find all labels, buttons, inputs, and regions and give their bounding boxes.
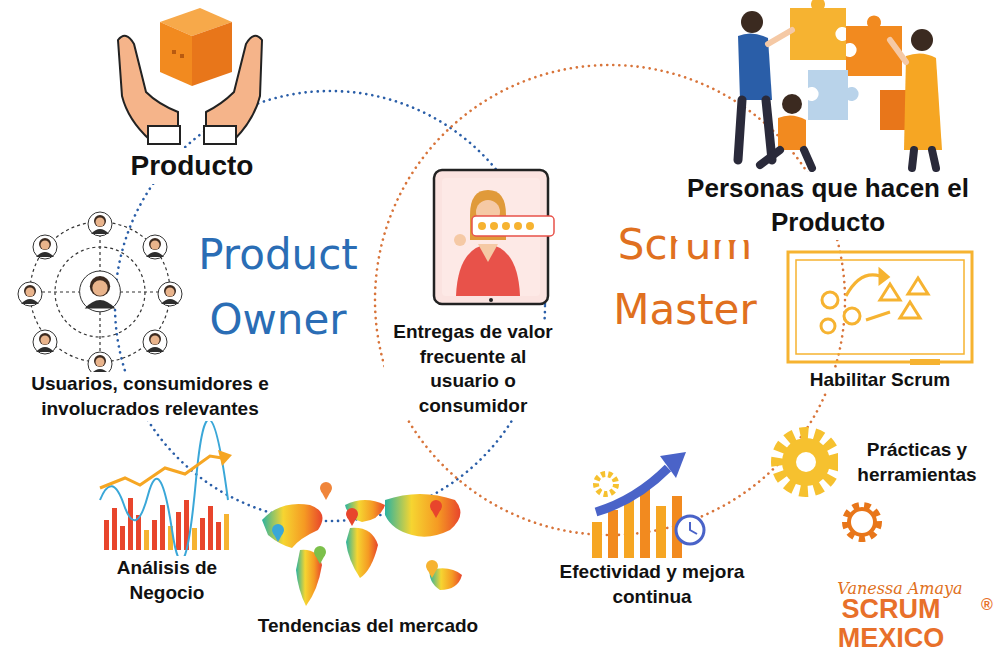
person-icon (33, 330, 57, 354)
whiteboard-icon (788, 252, 972, 362)
concept-label: Análisis de Negocio (94, 556, 240, 605)
scrum-master-circle (375, 65, 845, 535)
person-icon (96, 358, 105, 367)
person-icon (149, 238, 161, 250)
logo-text: ® (977, 596, 997, 614)
concept-label: Prácticas y herramientas (838, 438, 996, 487)
concept-label: Efectividad y mejora continua (550, 560, 754, 609)
person-icon (18, 282, 42, 306)
person-icon (151, 336, 160, 345)
phone-review-icon (434, 170, 554, 304)
person-icon (146, 252, 164, 257)
person-icon (24, 285, 36, 297)
concept-label: Personas que hacen el Producto (676, 172, 980, 240)
business-chart-icon (100, 420, 232, 561)
world-map-icon (262, 494, 462, 606)
person-icon (33, 235, 57, 259)
puzzle-team-icon (738, 0, 942, 168)
concept-label: Habilitar Scrum (788, 368, 972, 393)
role-title: Product Owner (178, 222, 378, 352)
concept-label: Tendencias del mercado (228, 614, 508, 639)
person-icon (80, 271, 121, 312)
person-icon (151, 241, 160, 250)
person-icon (90, 276, 110, 296)
person-icon (143, 330, 167, 354)
person-icon (36, 252, 54, 257)
concept-label: Entregas de valor frecuente al usuario o… (384, 320, 562, 419)
people-network-icon (18, 212, 182, 376)
person-icon (41, 336, 50, 345)
people-network-icon (30, 222, 170, 362)
growth-chart-icon (592, 452, 704, 558)
concept-label: Producto (112, 148, 272, 184)
map-pin (272, 466, 442, 578)
person-icon (143, 235, 167, 259)
person-icon (36, 347, 54, 352)
person-icon (92, 280, 107, 295)
person-icon (94, 355, 106, 367)
person-icon (88, 212, 112, 236)
person-icon (26, 288, 35, 297)
person-icon (39, 333, 51, 345)
person-icon (146, 347, 164, 352)
person-icon (91, 229, 109, 234)
person-icon (41, 241, 50, 250)
person-icon (166, 288, 175, 297)
person-icon (158, 282, 182, 306)
concept-label: Usuarios, consumidores e involucrados re… (4, 372, 296, 421)
person-icon (149, 333, 161, 345)
person-icon (94, 215, 106, 227)
person-icon (21, 299, 39, 304)
logo-text: SCRUM MEXICO (796, 595, 986, 654)
person-icon (161, 299, 179, 304)
person-icon (96, 218, 105, 227)
person-icon (85, 300, 116, 309)
person-icon (164, 285, 176, 297)
hands-box-icon (118, 8, 262, 144)
person-icon (39, 238, 51, 250)
